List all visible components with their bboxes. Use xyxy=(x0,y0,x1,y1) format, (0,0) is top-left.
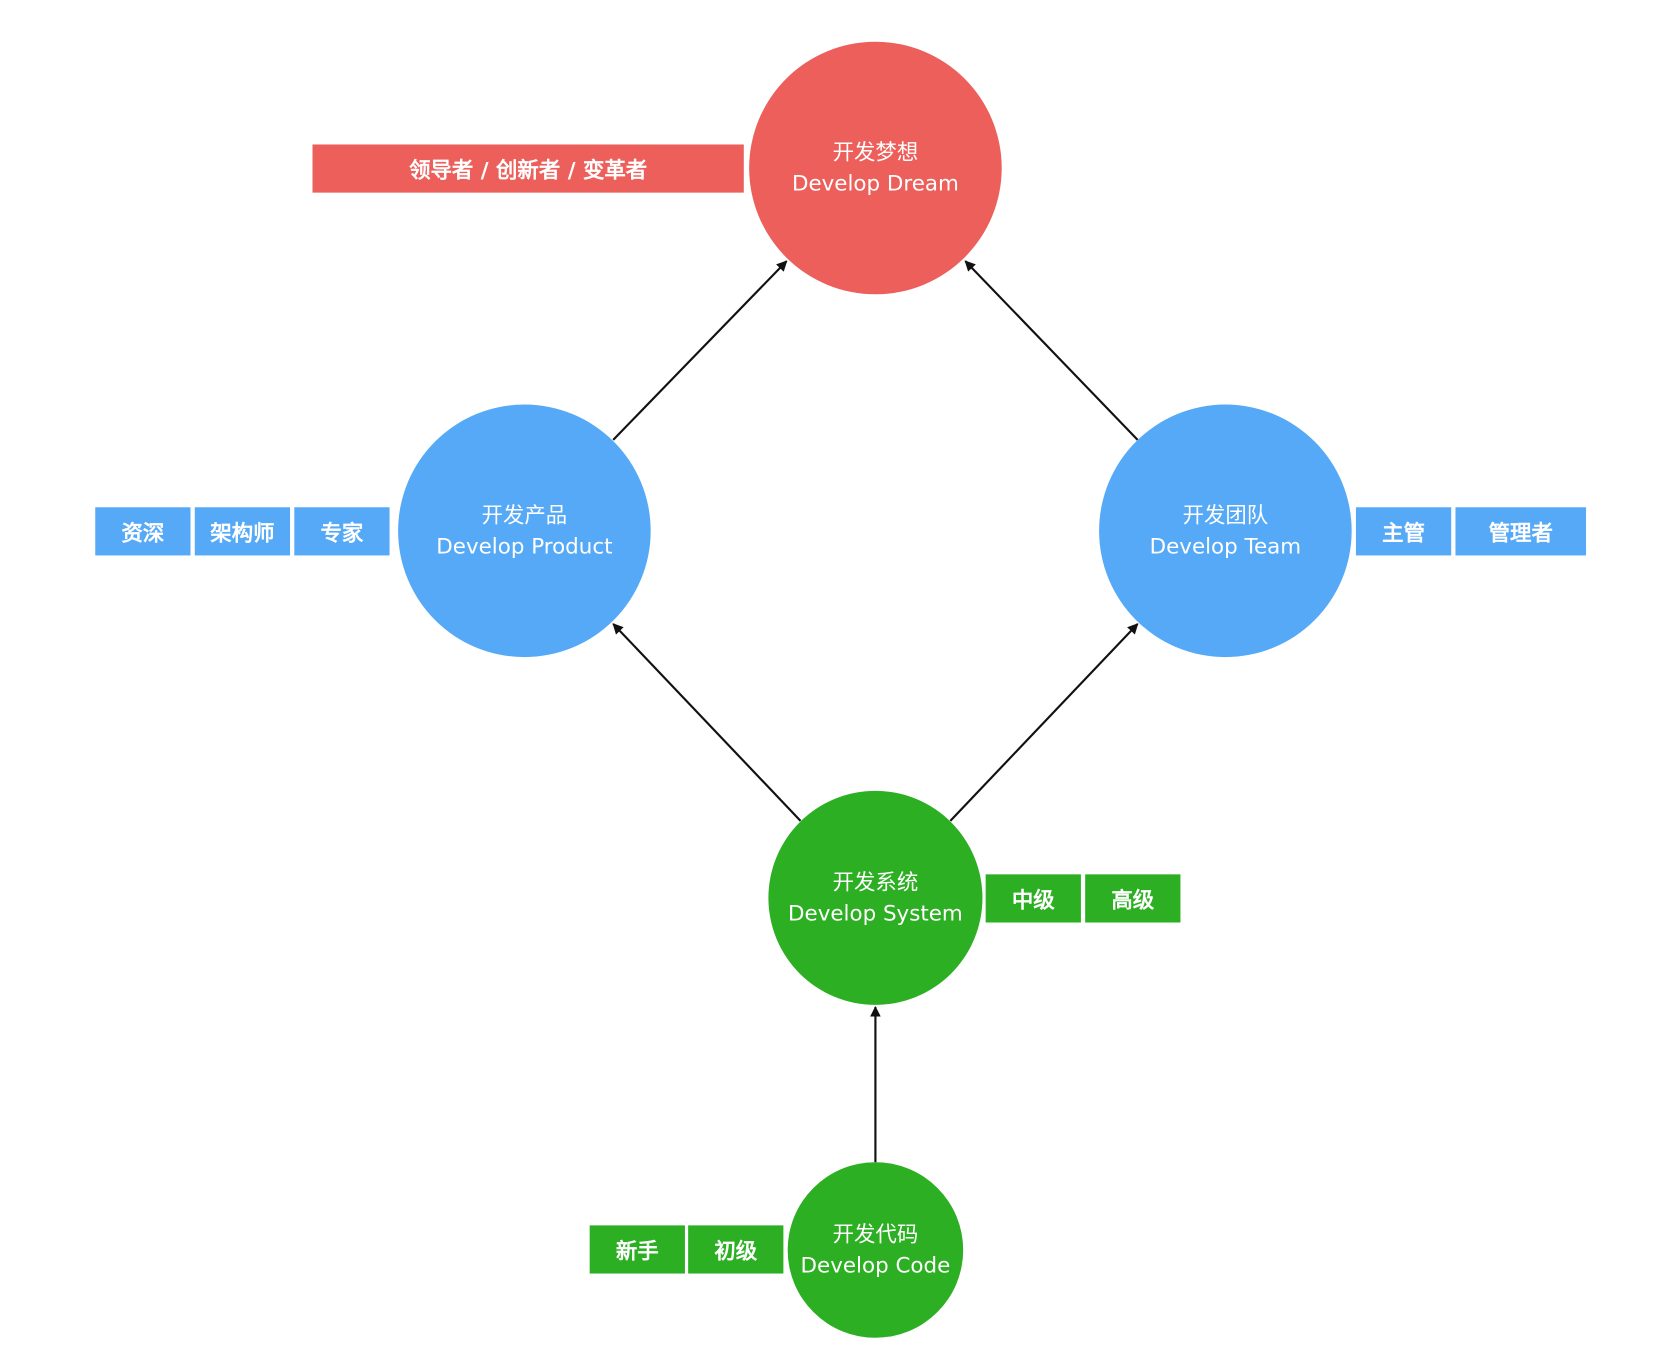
node-develop-team: 开发团队 Develop Team xyxy=(1099,404,1352,658)
tag-team-manager: 管理者 xyxy=(1455,507,1587,556)
tag-product-expert: 专家 xyxy=(294,507,390,556)
arrow-product-to-dream xyxy=(612,260,788,441)
tag-code-novice: 新手 xyxy=(589,1225,685,1274)
node-develop-code-en: Develop Code xyxy=(800,1252,951,1278)
node-develop-product-cn: 开发产品 xyxy=(481,501,568,528)
node-develop-product: 开发产品 Develop Product xyxy=(398,404,651,658)
tag-dream-roles: 领导者 / 创新者 / 变革者 xyxy=(312,144,744,193)
node-develop-dream: 开发梦想 Develop Dream xyxy=(749,41,1002,295)
node-develop-dream-cn: 开发梦想 xyxy=(832,139,919,165)
tag-system-intermediate: 中级 xyxy=(985,874,1081,923)
node-develop-product-en: Develop Product xyxy=(436,532,613,559)
node-develop-dream-en: Develop Dream xyxy=(791,170,959,196)
arrow-system-to-product xyxy=(612,623,802,822)
tag-code-junior: 初级 xyxy=(688,1225,784,1274)
node-develop-system-en: Develop System xyxy=(788,900,963,926)
tag-system-advanced: 高级 xyxy=(1085,874,1181,923)
node-develop-system-cn: 开发系统 xyxy=(832,869,919,895)
node-develop-team-cn: 开发团队 xyxy=(1182,501,1269,528)
node-develop-code: 开发代码 Develop Code xyxy=(787,1162,964,1338)
node-develop-team-en: Develop Team xyxy=(1149,532,1302,559)
tag-product-architect: 架构师 xyxy=(194,507,291,556)
tag-team-supervisor: 主管 xyxy=(1355,507,1452,556)
tag-product-senior: 资深 xyxy=(95,507,191,556)
arrow-team-to-dream xyxy=(964,260,1139,441)
node-develop-code-cn: 开发代码 xyxy=(832,1221,919,1247)
node-develop-system: 开发系统 Develop System xyxy=(768,790,983,1005)
arrow-system-to-team xyxy=(949,623,1139,822)
